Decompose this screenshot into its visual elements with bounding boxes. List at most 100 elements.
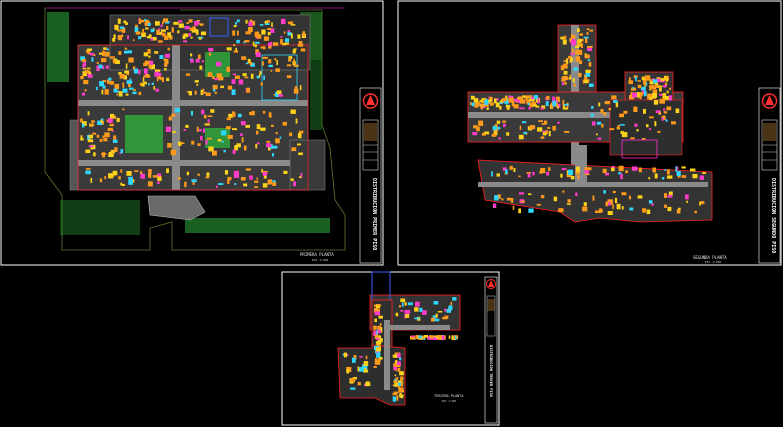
room-block [611,95,617,100]
room-block [286,75,292,78]
room-block [685,194,689,200]
room-block [557,121,560,124]
room-block [138,36,142,40]
room-block [643,86,646,91]
room-block [644,81,648,86]
room-block [133,89,136,91]
room-block [177,30,180,34]
room-block [254,31,260,38]
room-block [649,81,655,85]
room-block [80,75,84,80]
room-block [252,41,255,46]
room-block [242,73,247,77]
room-block [448,305,453,311]
room-block [149,60,154,65]
room-block [144,19,147,21]
room-block [256,124,261,130]
room-block [243,183,248,187]
room-block [166,126,172,132]
room-block [493,203,497,208]
room-block [373,333,376,336]
room-block [649,116,654,119]
room-block [293,64,299,67]
room-block [212,87,216,92]
room-block [542,132,547,136]
sheet-3-title-block-text: DISTRIBUCION TERCER PISO [489,345,493,397]
room-block [400,298,406,303]
room-block [587,167,592,171]
sheet-1-caption: PRIMERA PLANTA [300,252,334,257]
room-block [397,382,401,386]
room-block [235,47,237,52]
room-block [164,53,170,58]
room-block [374,334,379,339]
room-block [234,145,238,151]
room-block [366,381,370,384]
room-block [263,36,269,41]
room-block [263,174,267,179]
room-block [171,113,176,117]
room-block [296,143,301,146]
room-block [227,85,233,90]
room-block [648,128,652,131]
room-block [644,84,647,87]
room-block [578,72,582,78]
room-block [249,61,253,65]
room-block [521,100,525,103]
room-block [238,79,244,85]
room-block [91,120,95,123]
room-block [175,108,181,113]
room-block [121,183,125,186]
room-block [398,394,404,397]
room-block [592,121,596,126]
room-block [583,202,587,206]
room-block [375,304,381,309]
room-block [162,21,164,25]
room-block [635,76,637,82]
room-block [290,24,296,26]
room-block [398,305,402,308]
room-block [566,203,571,205]
room-block [563,70,568,75]
room-block [226,126,231,130]
room-block [101,89,104,95]
room-block [108,173,114,179]
room-block [505,100,509,105]
room-block [85,50,91,53]
room-block [164,68,167,71]
room-block [431,317,435,322]
room-block [194,21,199,26]
room-block [486,107,489,110]
room-block [659,93,663,96]
room-block [132,91,137,95]
room-block [550,102,553,108]
room-block [589,83,594,87]
room-block [198,129,202,132]
room-block [152,175,158,178]
room-block [548,167,551,171]
room-block [283,170,288,174]
room-block [495,98,499,101]
room-block [273,93,276,96]
room-block [210,109,215,113]
room-block [575,46,580,49]
room-block [244,40,250,43]
room-block [415,301,420,307]
room-block [563,35,567,39]
room-block [472,132,478,136]
room-block [119,26,125,29]
room-block [681,175,687,178]
room-block [254,186,258,188]
room-block [254,180,259,183]
room-block [80,138,84,141]
room-block [155,21,160,26]
room-block [528,107,531,109]
room-block [253,44,258,47]
room-block [654,173,658,179]
room-block [121,34,124,38]
room-block [292,50,296,54]
room-block [302,31,305,37]
room-block [148,173,152,178]
room-block [231,79,236,84]
room-block [275,92,279,97]
